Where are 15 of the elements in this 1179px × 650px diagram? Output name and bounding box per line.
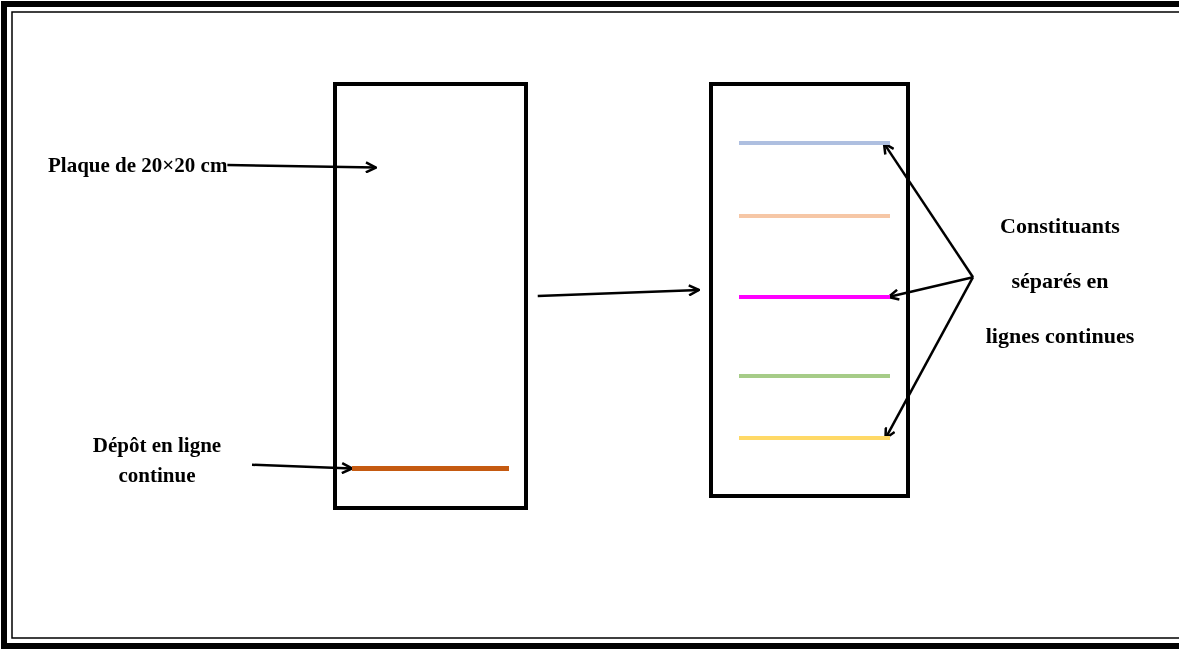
deposit-label: Dépôt en ligne continue (91, 432, 223, 489)
separated-band (739, 436, 890, 440)
separated-band (739, 295, 890, 299)
tlc-plate (333, 82, 528, 510)
separated-band (739, 141, 890, 145)
arrow (251, 461, 354, 475)
separated-band (739, 214, 890, 218)
components-label: Constituants séparés en lignes continues (985, 212, 1135, 350)
developed-plate (709, 82, 910, 498)
arrow (537, 284, 701, 298)
arrow (227, 161, 378, 174)
separated-band (739, 374, 890, 378)
arrow (882, 142, 975, 278)
plate-size-label: Plaque de 20×20 cm (48, 152, 228, 179)
arrow (887, 276, 974, 301)
